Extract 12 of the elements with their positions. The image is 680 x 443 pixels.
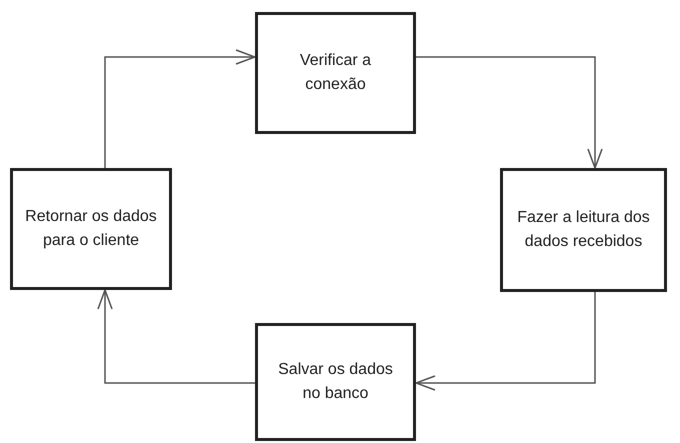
process-box	[255, 323, 416, 441]
arrow	[104, 49, 256, 168]
box-label: Verificar a conexão	[298, 51, 372, 95]
process-box	[500, 168, 667, 292]
process-box	[255, 12, 416, 134]
box-label: Retornar os dados para o cliente	[25, 207, 157, 251]
box-label: Fazer a leitura dos dados recebidos	[516, 208, 651, 252]
process-box	[10, 168, 172, 290]
arrow	[415, 292, 596, 391]
arrow	[416, 56, 603, 169]
arrow	[97, 289, 255, 384]
box-label: Salvar os dados no banco	[277, 360, 394, 404]
